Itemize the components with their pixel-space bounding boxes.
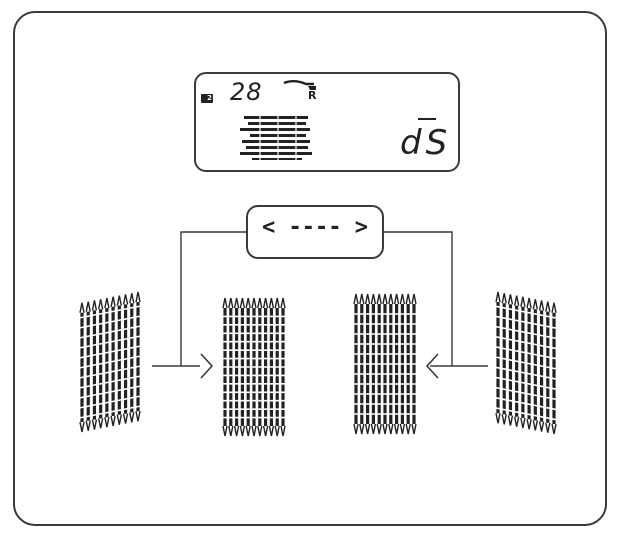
straight-stitch-sample: [222, 297, 286, 437]
lcd-display: 2 28 R dS: [194, 72, 460, 172]
stitch-pattern-icon: [240, 114, 312, 162]
straight-stitch-sample: [353, 293, 417, 435]
right-connector-line: [384, 231, 453, 367]
memory-card-icon: 2: [201, 94, 213, 103]
foot-code: R: [308, 89, 317, 102]
presser-foot-icon: [283, 80, 316, 90]
direction-box: < ---- >: [246, 205, 384, 259]
left-connector-line: [180, 231, 246, 367]
slanted-left-stitch-sample: [78, 291, 142, 433]
mode-indicator-bar: [418, 118, 436, 120]
arrow-left-icon: [425, 353, 439, 379]
memory-label: 2: [207, 94, 212, 102]
mode-code: dS: [400, 123, 452, 163]
direction-label: < ---- >: [262, 215, 368, 240]
stitch-number: 28: [230, 78, 263, 106]
slanted-right-stitch-sample: [494, 291, 558, 435]
arrow-right-icon: [200, 353, 214, 379]
diagram-frame: [13, 11, 607, 526]
